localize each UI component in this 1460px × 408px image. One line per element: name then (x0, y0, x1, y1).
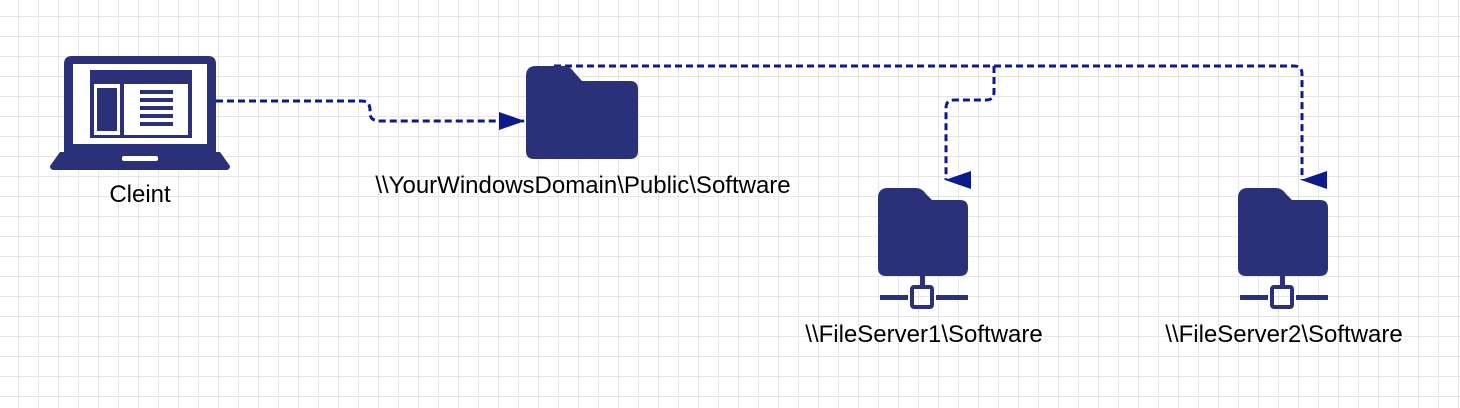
edge-client-to-namespace[interactable] (216, 99, 525, 130)
network-folder-icon[interactable] (1238, 188, 1328, 309)
folder-icon[interactable] (526, 66, 638, 159)
network-folder-icon[interactable] (878, 188, 968, 309)
edge-namespace-trunk[interactable] (554, 64, 1327, 189)
laptop-icon[interactable] (50, 56, 230, 170)
client-label: Cleint (109, 181, 171, 208)
namespace-label: \\YourWindowsDomain\Public\Software (375, 172, 791, 199)
fileserver1-label: \\FileServer1\Software (805, 321, 1043, 348)
edge-namespace-to-fileserver1[interactable] (944, 66, 996, 189)
fileserver2-label: \\FileServer2\Software (1165, 321, 1403, 348)
